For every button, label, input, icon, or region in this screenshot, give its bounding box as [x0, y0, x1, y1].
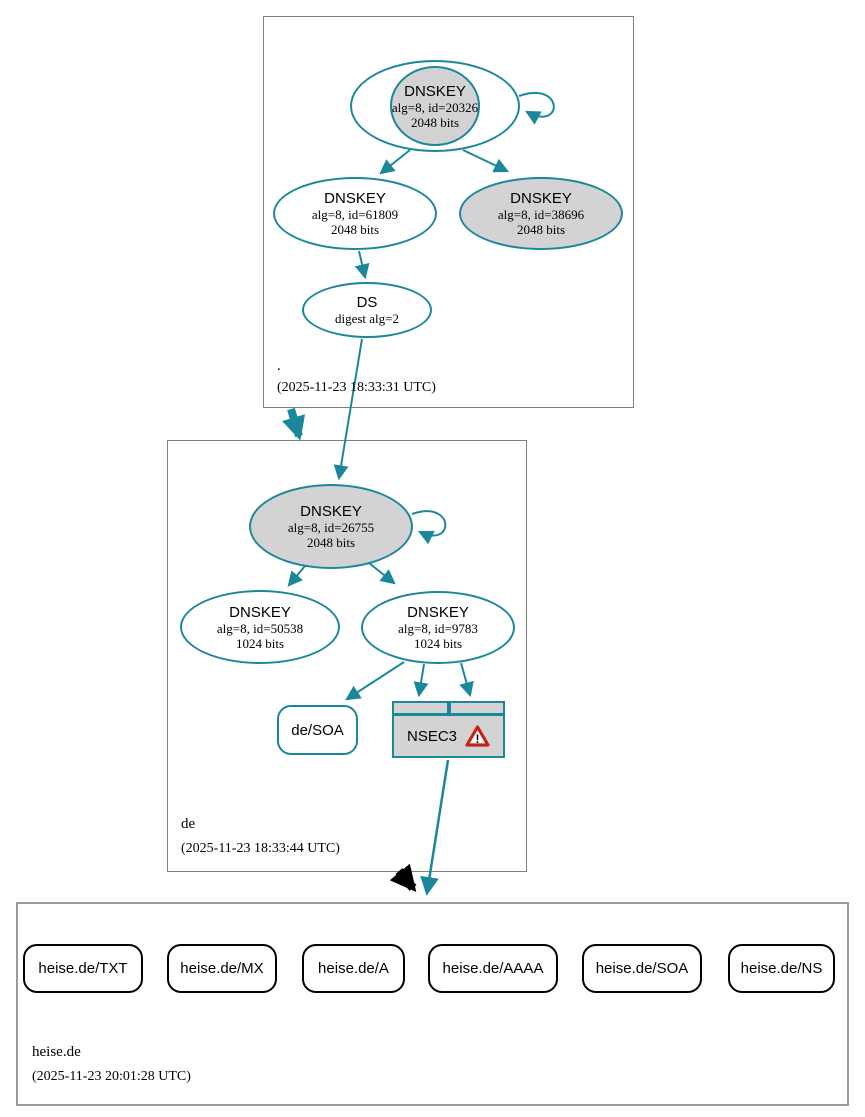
- node-alg-id: alg=8, id=20326: [391, 99, 479, 115]
- nsec3-cell-b: [450, 703, 503, 713]
- edge-de-to-heise-delegation: [389, 863, 417, 893]
- node-bits: 2048 bits: [516, 222, 566, 237]
- node-alg-id: alg=8, id=9783: [398, 621, 478, 636]
- node-root-ksk-inner: DNSKEY alg=8, id=20326 2048 bits: [389, 66, 481, 146]
- node-heise-soa-rrset[interactable]: heise.de/SOA: [582, 944, 702, 993]
- rrset-label: heise.de/A: [318, 960, 389, 977]
- node-nsec3[interactable]: NSEC3 !: [392, 701, 505, 758]
- node-title: DNSKEY: [300, 503, 362, 520]
- node-de-zsk2-dnskey[interactable]: DNSKEY alg=8, id=9783 1024 bits: [361, 591, 515, 664]
- zone-box-heise: [16, 902, 849, 1106]
- rrset-label: heise.de/NS: [740, 960, 823, 977]
- node-heise-a-rrset[interactable]: heise.de/A: [302, 944, 405, 993]
- node-bits: 2048 bits: [306, 535, 356, 550]
- node-heise-txt-rrset[interactable]: heise.de/TXT: [23, 944, 143, 993]
- node-bits: 2048 bits: [410, 114, 460, 130]
- nsec3-body: NSEC3 !: [394, 716, 503, 756]
- zone-name-de: de: [181, 816, 196, 832]
- node-heise-aaaa-rrset[interactable]: heise.de/AAAA: [428, 944, 558, 993]
- rrset-label: de/SOA: [291, 721, 344, 739]
- node-title: DS: [356, 294, 378, 311]
- rrset-label: heise.de/SOA: [595, 960, 689, 977]
- node-title: DNSKEY: [404, 82, 466, 100]
- rrset-label: heise.de/MX: [180, 960, 264, 977]
- zone-timestamp-heise: (2025-11-23 20:01:28 UTC): [32, 1069, 191, 1084]
- node-title: DNSKEY: [510, 190, 572, 207]
- node-alg-id: alg=8, id=26755: [287, 520, 375, 535]
- nsec3-header-row: [394, 703, 503, 713]
- zone-name-heise: heise.de: [32, 1044, 81, 1060]
- node-root-zsk-dnskey[interactable]: DNSKEY alg=8, id=61809 2048 bits: [273, 177, 437, 250]
- node-title: DNSKEY: [324, 190, 386, 207]
- zone-box-root: [263, 16, 634, 408]
- node-title: DNSKEY: [407, 604, 469, 621]
- node-alg-id: alg=8, id=38696: [497, 207, 585, 222]
- nsec3-cell-a: [394, 703, 447, 713]
- rrset-label: heise.de/AAAA: [442, 960, 544, 977]
- warning-icon: !: [465, 725, 490, 747]
- zone-name-root: .: [277, 358, 281, 374]
- zone-timestamp-de: (2025-11-23 18:33:44 UTC): [181, 841, 340, 856]
- node-bits: 2048 bits: [330, 222, 380, 237]
- warning-glyph: !: [476, 732, 480, 746]
- node-root-ds[interactable]: DS digest alg=2: [302, 282, 432, 338]
- node-de-soa-rrset[interactable]: de/SOA: [277, 705, 358, 755]
- node-de-ksk-dnskey[interactable]: DNSKEY alg=8, id=26755 2048 bits: [249, 484, 413, 569]
- node-alg-id: alg=8, id=50538: [216, 620, 304, 636]
- node-title: DNSKEY: [229, 603, 291, 621]
- node-heise-mx-rrset[interactable]: heise.de/MX: [167, 944, 277, 993]
- node-heise-ns-rrset[interactable]: heise.de/NS: [728, 944, 835, 993]
- edge-root-to-de-delegation: [282, 407, 306, 441]
- rrset-label: heise.de/TXT: [38, 960, 128, 977]
- node-root-key2-dnskey[interactable]: DNSKEY alg=8, id=38696 2048 bits: [459, 177, 623, 250]
- node-bits: 1024 bits: [413, 636, 463, 651]
- node-bits: 1024 bits: [235, 635, 285, 651]
- node-root-ksk-dnskey[interactable]: DNSKEY alg=8, id=20326 2048 bits: [350, 60, 520, 152]
- nsec3-label: NSEC3: [406, 727, 458, 745]
- node-digest: digest alg=2: [334, 311, 400, 326]
- node-alg-id: alg=8, id=61809: [311, 207, 399, 222]
- zone-timestamp-root: (2025-11-23 18:33:31 UTC): [277, 380, 436, 395]
- node-de-zsk1-dnskey[interactable]: DNSKEY alg=8, id=50538 1024 bits: [180, 590, 340, 664]
